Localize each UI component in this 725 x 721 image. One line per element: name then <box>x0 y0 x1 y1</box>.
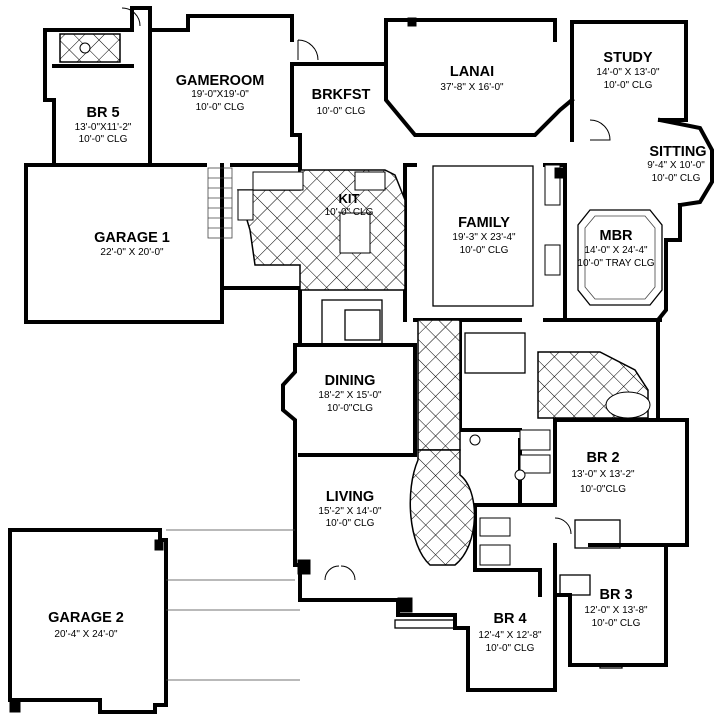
room-name: GARAGE 2 <box>48 610 124 626</box>
room-name: SITTING <box>649 144 706 160</box>
room-ceiling: 10'-0" CLG <box>79 134 128 145</box>
fixtures <box>79 7 663 669</box>
room-dimensions: 13'-0"X11'-2" <box>75 122 132 133</box>
room-dimensions: 12'-4" X 12'-8" <box>478 630 542 641</box>
room-name: LANAI <box>450 64 494 80</box>
room-ceiling: 10'-0" CLG <box>325 207 374 218</box>
room-dimensions: 9'-4" X 10'-0" <box>647 160 705 171</box>
room-name: BR 2 <box>586 450 619 466</box>
room-ceiling: 10'-0" CLG <box>326 518 375 529</box>
interior-walls <box>52 28 668 597</box>
room-family: FAMILY 19'-3" X 23'-4" 10'-0" CLG <box>452 215 516 256</box>
room-dimensions: 18'-2" X 15'-0" <box>318 390 382 401</box>
room-labels: LANAI 37'-8" X 16'-0" STUDY 14'-0" X 13'… <box>48 50 706 654</box>
room-name: BR 4 <box>493 611 526 627</box>
room-name: STUDY <box>603 50 652 66</box>
room-sitting: SITTING 9'-4" X 10'-0" 10'-0" CLG <box>647 144 706 184</box>
room-dimensions: 14'-0" X 24'-4" <box>584 245 648 256</box>
room-ceiling: 10'-0" CLG <box>196 102 245 113</box>
room-name: BR 5 <box>86 105 119 121</box>
garage-2-building <box>8 528 300 714</box>
room-ceiling: 10'-0" CLG <box>604 80 653 91</box>
room-ceiling: 10'-0"CLG <box>327 403 373 414</box>
room-ceiling: 10'-0" CLG <box>460 245 509 256</box>
room-ceiling: 10'-0" TRAY CLG <box>577 258 654 269</box>
room-brkfst: BRKFST 10'-0" CLG <box>312 87 371 117</box>
room-garage-2: GARAGE 2 20'-4" X 24'-0" <box>48 610 124 640</box>
room-name: LIVING <box>326 489 374 505</box>
room-dimensions: 15'-2" X 14'-0" <box>318 506 382 517</box>
room-name: BR 3 <box>599 587 632 603</box>
room-dining: DINING 18'-2" X 15'-0" 10'-0"CLG <box>318 373 382 414</box>
room-kit: KIT 10'-0" CLG <box>325 191 374 218</box>
room-ceiling: 10'-0" CLG <box>317 106 366 117</box>
room-ceiling: 10'-0" CLG <box>652 173 701 184</box>
room-study: STUDY 14'-0" X 13'-0" 10'-0" CLG <box>596 50 660 91</box>
room-br2: BR 2 13'-0" X 13'-2" 10'-0"CLG <box>571 450 635 495</box>
room-dimensions: 13'-0" X 13'-2" <box>571 469 635 480</box>
room-dimensions: 20'-4" X 24'-0" <box>54 629 118 640</box>
room-gameroom: GAMEROOM 19'-0"X19'-0" 10'-0" CLG <box>176 73 265 113</box>
room-living: LIVING 15'-2" X 14'-0" 10'-0" CLG <box>318 489 382 529</box>
room-dimensions: 19'-0"X19'-0" <box>191 89 249 100</box>
room-name: GARAGE 1 <box>94 230 170 246</box>
room-name: DINING <box>325 373 376 389</box>
room-br4: BR 4 12'-4" X 12'-8" 10'-0" CLG <box>478 611 542 654</box>
room-garage-1: GARAGE 1 22'-0" X 20'-0" <box>94 230 170 258</box>
room-lanai: LANAI 37'-8" X 16'-0" <box>440 64 504 93</box>
room-dimensions: 14'-0" X 13'-0" <box>596 67 660 78</box>
room-name: FAMILY <box>458 215 510 231</box>
room-br5: BR 5 13'-0"X11'-2" 10'-0" CLG <box>75 105 132 145</box>
room-name: MBR <box>599 228 633 244</box>
room-ceiling: 10'-0" CLG <box>486 643 535 654</box>
room-br3: BR 3 12'-0" X 13'-8" 10'-0" CLG <box>584 587 648 629</box>
room-mbr: MBR 14'-0" X 24'-4" 10'-0" TRAY CLG <box>577 228 654 269</box>
room-dimensions: 22'-0" X 20'-0" <box>100 247 164 258</box>
room-name: BRKFST <box>312 87 371 103</box>
room-dimensions: 19'-3" X 23'-4" <box>452 232 516 243</box>
room-dimensions: 12'-0" X 13'-8" <box>584 605 648 616</box>
room-name: GAMEROOM <box>176 73 265 89</box>
room-dimensions: 37'-8" X 16'-0" <box>440 82 504 93</box>
room-ceiling: 10'-0" CLG <box>592 618 641 629</box>
room-ceiling: 10'-0"CLG <box>580 484 626 495</box>
room-name: KIT <box>339 191 360 206</box>
